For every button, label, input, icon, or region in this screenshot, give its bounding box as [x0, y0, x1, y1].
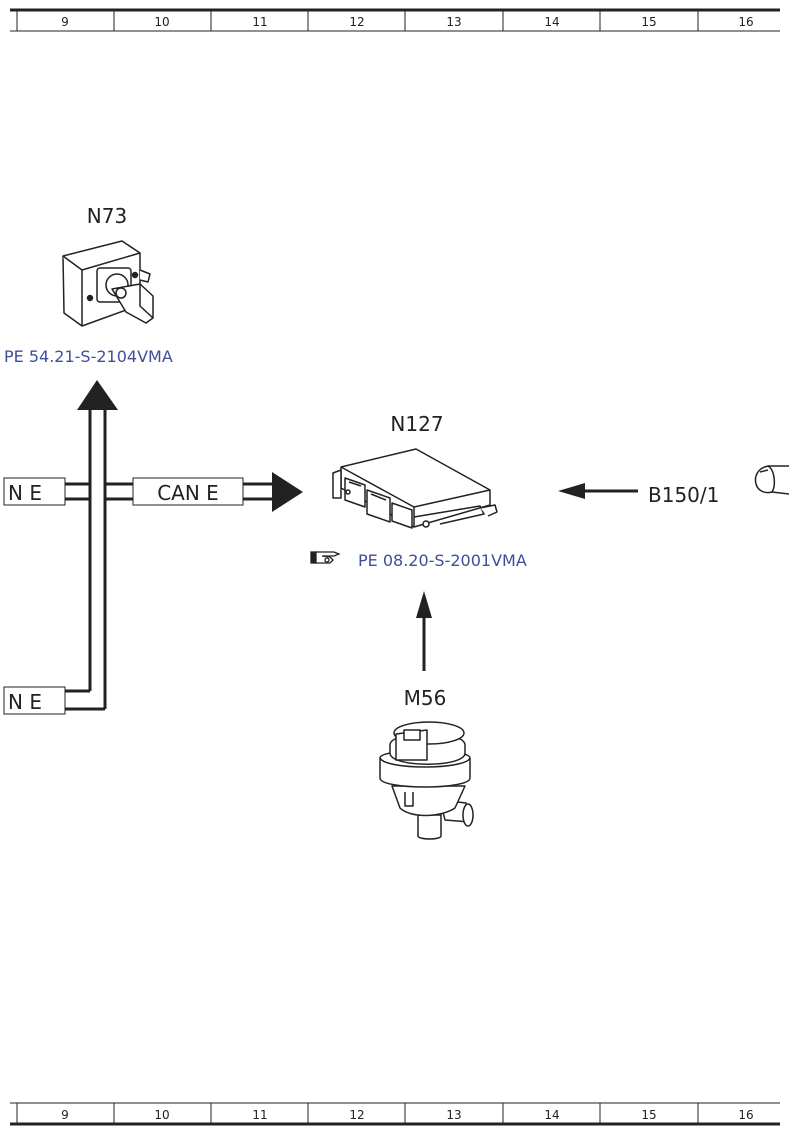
bus-box-middle: [132, 477, 244, 506]
bottom-column-number: 14: [544, 1108, 559, 1122]
top-column-number: 15: [641, 15, 656, 29]
arrow-up-to-n73-icon: [77, 380, 118, 410]
bottom-column-ruler: 9 10 11 12 13 14 15 16: [10, 1102, 780, 1126]
bus-label-middle: CAN E: [157, 481, 219, 505]
arrow-right-to-n127-icon: [272, 472, 303, 512]
bottom-column-number: 11: [252, 1108, 267, 1122]
m56-label: M56: [404, 686, 447, 710]
sensor-icon: [754, 465, 789, 495]
bus-box-left-top: [3, 477, 66, 506]
pump-icon: [379, 721, 474, 840]
bottom-column-number: 9: [61, 1108, 69, 1122]
top-column-number: 10: [154, 15, 169, 29]
top-column-number: 13: [446, 15, 461, 29]
can-bus-wiring: [65, 408, 272, 711]
top-column-number: 11: [252, 15, 267, 29]
n127-label: N127: [390, 412, 443, 436]
b150-1-label: B150/1: [648, 483, 719, 507]
top-column-number: 12: [349, 15, 364, 29]
top-column-number: 9: [61, 15, 69, 29]
top-column-number: 14: [544, 15, 559, 29]
bottom-column-number: 12: [349, 1108, 364, 1122]
n73-label: N73: [87, 204, 127, 228]
bottom-column-number: 10: [154, 1108, 169, 1122]
bottom-column-number: 15: [641, 1108, 656, 1122]
top-column-ruler: 9 10 11 12 13 14 15 16: [10, 8, 780, 32]
bus-box-left-bottom: [3, 686, 66, 715]
pointing-hand-icon: [310, 551, 341, 564]
arrow-left-to-n127-icon: [558, 483, 585, 499]
bottom-column-number: 13: [446, 1108, 461, 1122]
bus-label-left-bottom: N E: [8, 690, 42, 714]
bottom-column-number: 16: [738, 1108, 753, 1122]
top-column-number: 16: [738, 15, 753, 29]
bus-label-left-top: N E: [8, 481, 42, 505]
arrow-up-to-n127-icon: [416, 591, 432, 618]
ignition-lock-icon: [62, 240, 154, 327]
control-unit-icon: [332, 448, 498, 529]
n73-reference-link[interactable]: PE 54.21-S-2104VMA: [4, 347, 173, 366]
n127-reference-link[interactable]: PE 08.20-S-2001VMA: [358, 551, 527, 570]
